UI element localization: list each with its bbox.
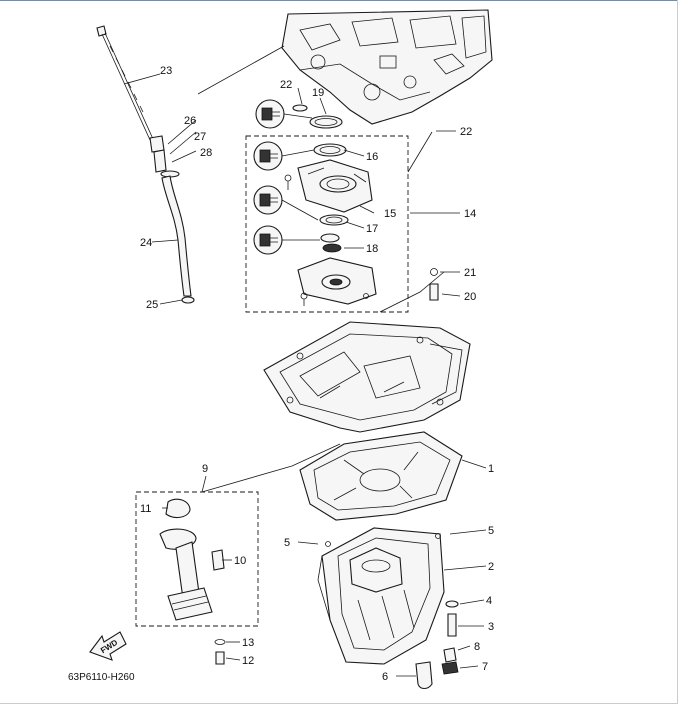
fwd-arrow-icon — [89, 631, 127, 661]
callout-13: 13 — [242, 637, 254, 649]
callout-labels: 1 2 3 4 5 5 6 7 8 9 10 11 12 13 14 15 16… — [140, 65, 494, 683]
callout-24: 24 — [140, 237, 152, 249]
bolts-and-plug-drawing — [415, 268, 459, 690]
callout-8: 8 — [474, 641, 480, 653]
callout-5-left: 5 — [284, 537, 290, 549]
callout-11: 11 — [140, 503, 151, 515]
oil-strainer-drawing — [159, 498, 226, 665]
callout-20: 20 — [464, 291, 476, 303]
strainer-group-box — [135, 491, 259, 627]
callout-12: 12 — [242, 655, 254, 667]
callout-2: 2 — [488, 561, 494, 573]
callout-6: 6 — [382, 671, 388, 683]
callout-7: 7 — [482, 661, 488, 673]
callout-18: 18 — [366, 243, 378, 255]
callout-28: 28 — [200, 147, 212, 159]
callout-26: 26 — [184, 115, 196, 127]
callout-9: 9 — [202, 463, 208, 475]
dipstick-drawing — [96, 25, 195, 304]
callout-10: 10 — [234, 555, 246, 567]
callout-21: 21 — [464, 267, 476, 279]
callout-5-right: 5 — [488, 525, 494, 537]
callout-17: 17 — [366, 223, 378, 235]
seal-section-icons — [253, 99, 320, 255]
callout-15: 15 — [384, 208, 396, 220]
callout-4: 4 — [486, 595, 492, 607]
callout-14: 14 — [464, 208, 476, 220]
diagram-code: 63P6110-H260 — [68, 672, 135, 683]
callout-27: 27 — [194, 131, 206, 143]
engine-block-drawing — [281, 9, 493, 125]
gasket-drawing — [299, 431, 463, 521]
callout-23: 23 — [160, 65, 172, 77]
callout-16: 16 — [366, 151, 378, 163]
upper-casing-parts-drawing — [284, 104, 377, 306]
frame-border-top — [0, 0, 678, 1]
upper-casing-drawing — [263, 321, 471, 433]
callout-22-right: 22 — [460, 126, 472, 138]
callout-1: 1 — [488, 463, 494, 475]
leader-lines — [123, 45, 487, 677]
callout-25: 25 — [146, 299, 158, 311]
callout-22-left: 22 — [280, 79, 292, 91]
upper-casing-group-box — [245, 135, 409, 313]
callout-3: 3 — [488, 621, 494, 633]
oil-pan-drawing — [317, 527, 445, 665]
callout-19: 19 — [312, 87, 324, 99]
